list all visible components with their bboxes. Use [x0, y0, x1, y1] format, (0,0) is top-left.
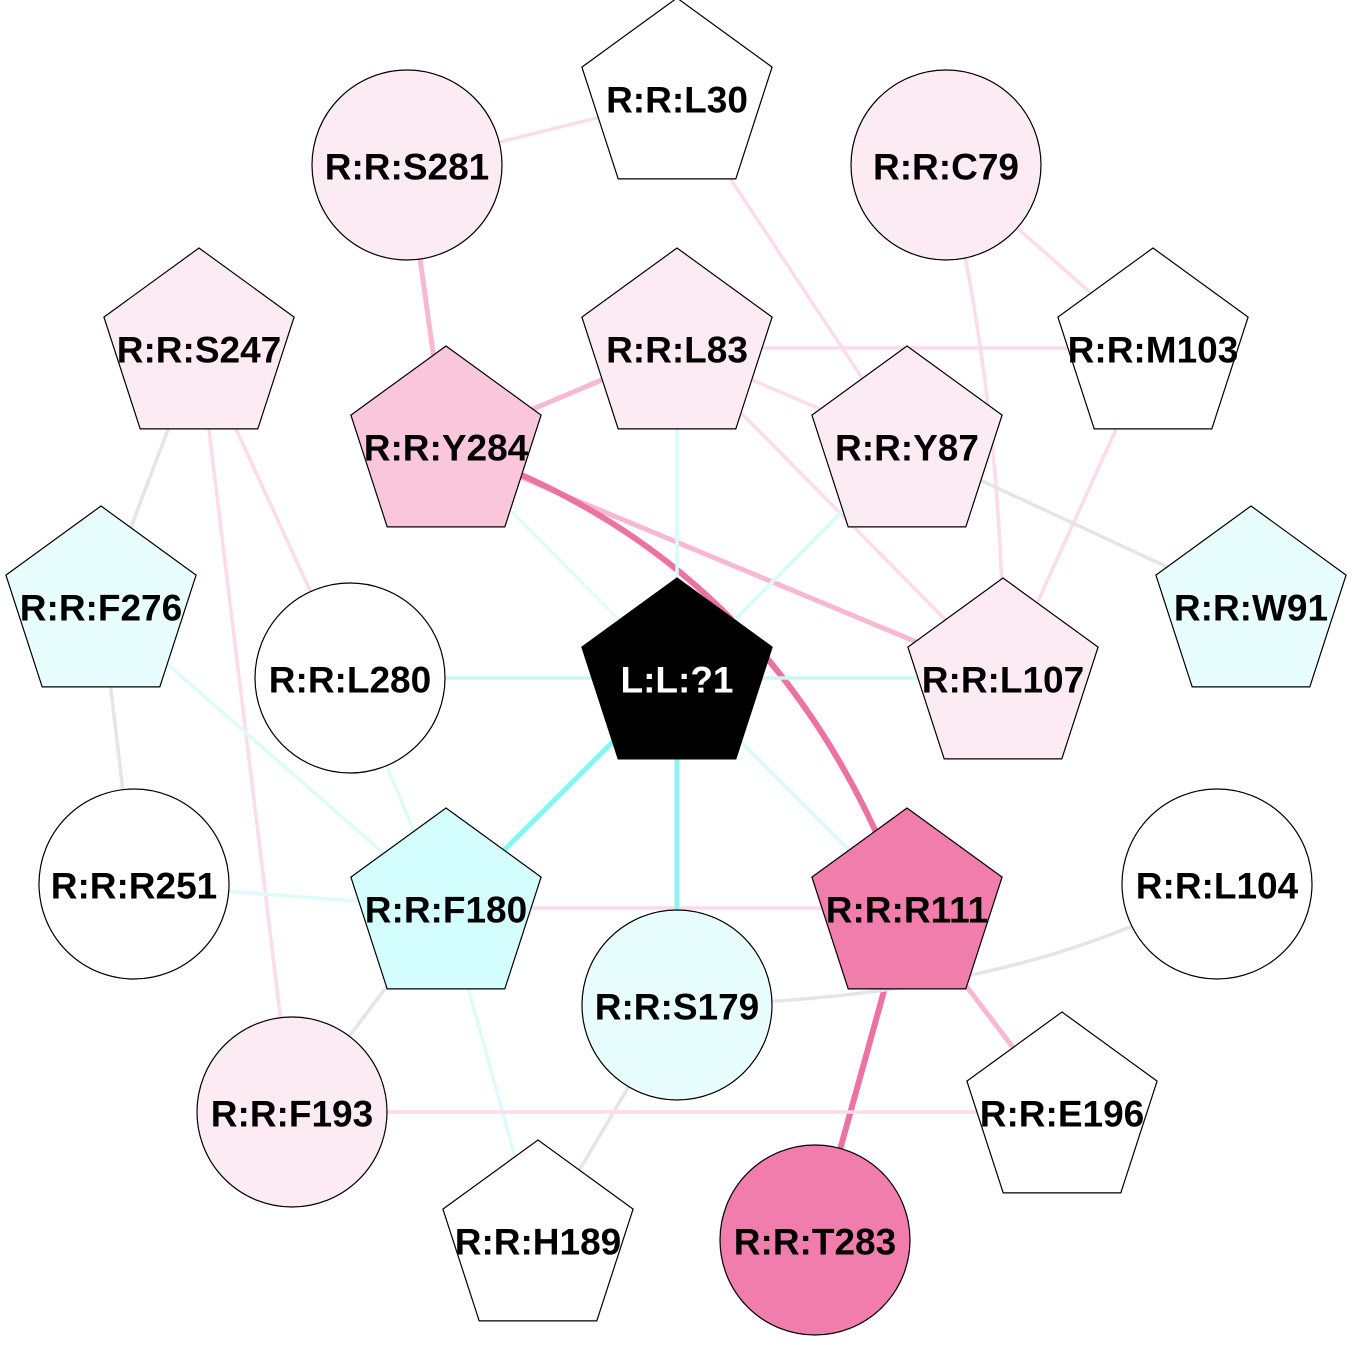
node-f193-shape	[196, 1016, 388, 1208]
node-l280-label: R:R:L280	[269, 660, 431, 701]
node-l1-shape	[581, 577, 773, 760]
node-l280-shape	[254, 582, 446, 774]
node-f180: R:R:F180	[350, 807, 542, 990]
node-e196-label: R:R:E196	[980, 1094, 1145, 1135]
node-h189-label: R:R:H189	[455, 1222, 622, 1263]
node-f276-shape	[5, 505, 197, 688]
node-l107: R:R:L107	[907, 577, 1099, 760]
node-y87: R:R:Y87	[811, 345, 1003, 528]
node-m103-shape	[1057, 247, 1249, 430]
node-h189: R:R:H189	[442, 1139, 634, 1322]
node-r111-shape	[811, 807, 1003, 990]
node-c79-shape	[850, 69, 1042, 261]
node-f180-label: R:R:F180	[365, 890, 527, 931]
node-y87-label: R:R:Y87	[835, 428, 979, 469]
node-l107-label: R:R:L107	[922, 660, 1084, 701]
node-s247-shape	[103, 247, 295, 430]
node-r111: R:R:R111	[811, 807, 1003, 990]
node-r251: R:R:R251	[38, 788, 230, 980]
node-e196-shape	[966, 1011, 1158, 1194]
node-l83-label: R:R:L83	[606, 330, 748, 371]
node-w91-label: R:R:W91	[1174, 588, 1328, 629]
node-c79-label: R:R:C79	[873, 147, 1019, 188]
node-w91: R:R:W91	[1155, 505, 1347, 688]
node-l104-shape	[1121, 788, 1313, 980]
node-s247-label: R:R:S247	[117, 330, 282, 371]
node-w91-shape	[1155, 505, 1347, 688]
node-y284-label: R:R:Y284	[364, 428, 529, 469]
node-s179-shape	[581, 909, 773, 1101]
node-t283-label: R:R:T283	[734, 1222, 896, 1263]
node-c79: R:R:C79	[850, 69, 1042, 261]
node-r251-shape	[38, 788, 230, 980]
node-s281: R:R:S281	[311, 69, 503, 261]
node-y284-shape	[350, 345, 542, 528]
node-s179-label: R:R:S179	[595, 987, 760, 1028]
node-l30-shape	[581, 0, 773, 180]
node-m103: R:R:M103	[1057, 247, 1249, 430]
node-t283-shape	[719, 1144, 911, 1336]
node-l30: R:R:L30	[581, 0, 773, 180]
node-l280: R:R:L280	[254, 582, 446, 774]
node-s281-shape	[311, 69, 503, 261]
node-r111-label: R:R:R111	[826, 890, 988, 931]
node-l104-label: R:R:L104	[1136, 866, 1299, 907]
node-s281-label: R:R:S281	[325, 147, 490, 188]
edge-s247-f193	[197, 347, 294, 1113]
node-e196: R:R:E196	[966, 1011, 1158, 1194]
node-f193-label: R:R:F193	[211, 1094, 373, 1135]
node-h189-shape	[442, 1139, 634, 1322]
node-s179: R:R:S179	[581, 909, 773, 1101]
node-r251-label: R:R:R251	[51, 866, 218, 907]
node-l83-shape	[581, 247, 773, 430]
node-l83: R:R:L83	[581, 247, 773, 430]
node-l104: R:R:L104	[1121, 788, 1313, 980]
node-y87-shape	[811, 345, 1003, 528]
node-f276: R:R:F276	[5, 505, 197, 688]
node-y284: R:R:Y284	[350, 345, 542, 528]
node-s247: R:R:S247	[103, 247, 295, 430]
node-t283: R:R:T283	[719, 1144, 911, 1336]
node-m103-label: R:R:M103	[1068, 330, 1239, 371]
node-l1-label: L:L:?1	[620, 660, 733, 701]
node-f276-label: R:R:F276	[20, 588, 182, 629]
node-f193: R:R:F193	[196, 1016, 388, 1208]
node-l30-label: R:R:L30	[606, 80, 748, 121]
node-f180-shape	[350, 807, 542, 990]
node-l107-shape	[907, 577, 1099, 760]
node-l1: L:L:?1	[581, 577, 773, 760]
